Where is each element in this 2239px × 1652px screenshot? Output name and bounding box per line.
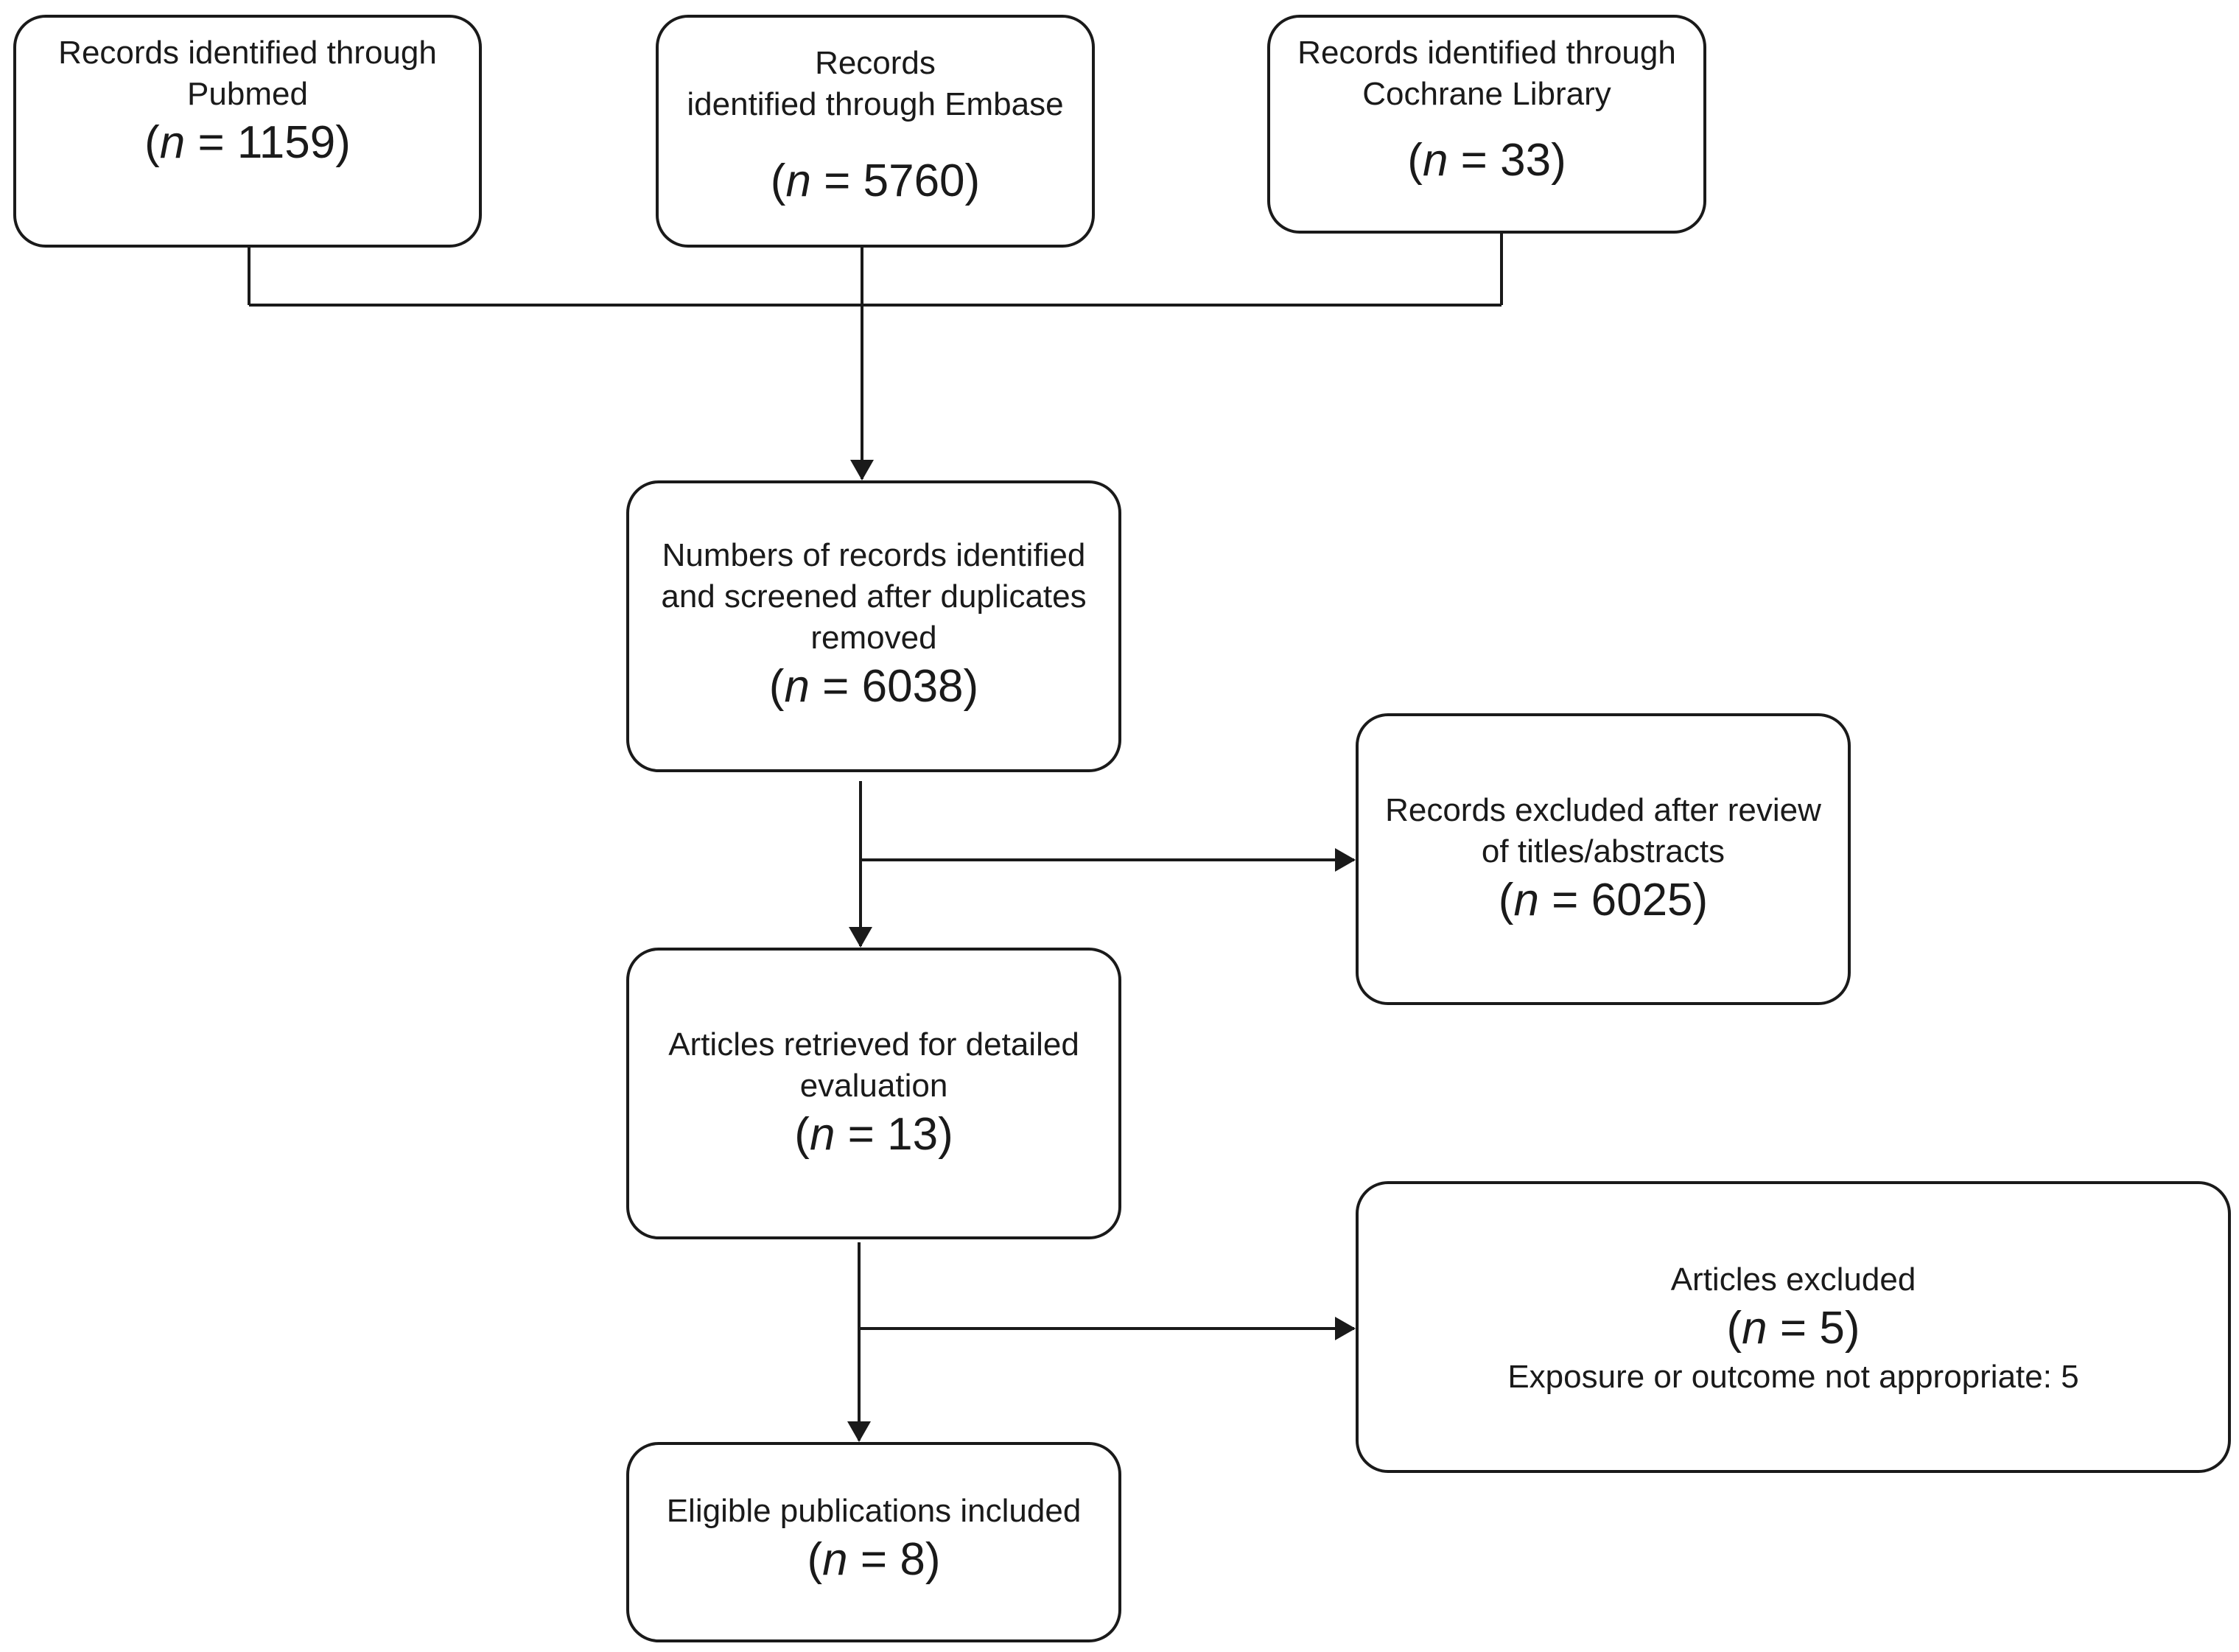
included-box: Eligible publications included (n = 8)	[626, 1442, 1121, 1642]
excluded-titles-box: Records excluded after review of titles/…	[1356, 713, 1851, 1005]
arrowhead-screened	[850, 460, 874, 480]
excluded-articles-box: Articles excluded (n = 5) Exposure or ou…	[1356, 1181, 2231, 1473]
cochrane-label: Records identified through Cochrane Libr…	[1297, 35, 1676, 112]
screened-label: Numbers of records identified and screen…	[661, 537, 1087, 656]
pubmed-count: (n = 1159)	[144, 117, 351, 168]
retrieved-count: (n = 13)	[794, 1109, 953, 1160]
pubmed-box: Records identified through Pubmed (n = 1…	[13, 15, 482, 248]
retrieved-label: Articles retrieved for detailed evaluati…	[668, 1026, 1079, 1104]
excluded-titles-count: (n = 6025)	[1498, 875, 1709, 925]
pubmed-label: Records identified through Pubmed	[58, 35, 437, 112]
embase-box: Records identified through Embase (n = 5…	[656, 15, 1095, 248]
retrieved-box: Articles retrieved for detailed evaluati…	[626, 948, 1121, 1239]
cochrane-count: (n = 33)	[1407, 135, 1566, 186]
included-count: (n = 8)	[807, 1534, 941, 1585]
included-label: Eligible publications included	[666, 1493, 1082, 1529]
embase-label: Records identified through Embase	[687, 45, 1064, 122]
cochrane-box: Records identified through Cochrane Libr…	[1267, 15, 1706, 234]
excluded-articles-reason: Exposure or outcome not appropriate: 5	[1507, 1359, 2079, 1395]
screened-box: Numbers of records identified and screen…	[626, 480, 1121, 772]
excluded-titles-label: Records excluded after review of titles/…	[1385, 792, 1821, 869]
excluded-articles-count: (n = 5)	[1726, 1303, 1860, 1354]
arrowhead-excluded-titles	[1335, 848, 1356, 872]
arrowhead-retrieved	[849, 927, 872, 948]
arrowhead-included	[847, 1421, 871, 1442]
arrowhead-excluded-articles	[1335, 1317, 1356, 1340]
screened-count: (n = 6038)	[768, 661, 979, 712]
embase-count: (n = 5760)	[770, 155, 981, 206]
excluded-articles-label: Articles excluded	[1670, 1261, 1916, 1298]
